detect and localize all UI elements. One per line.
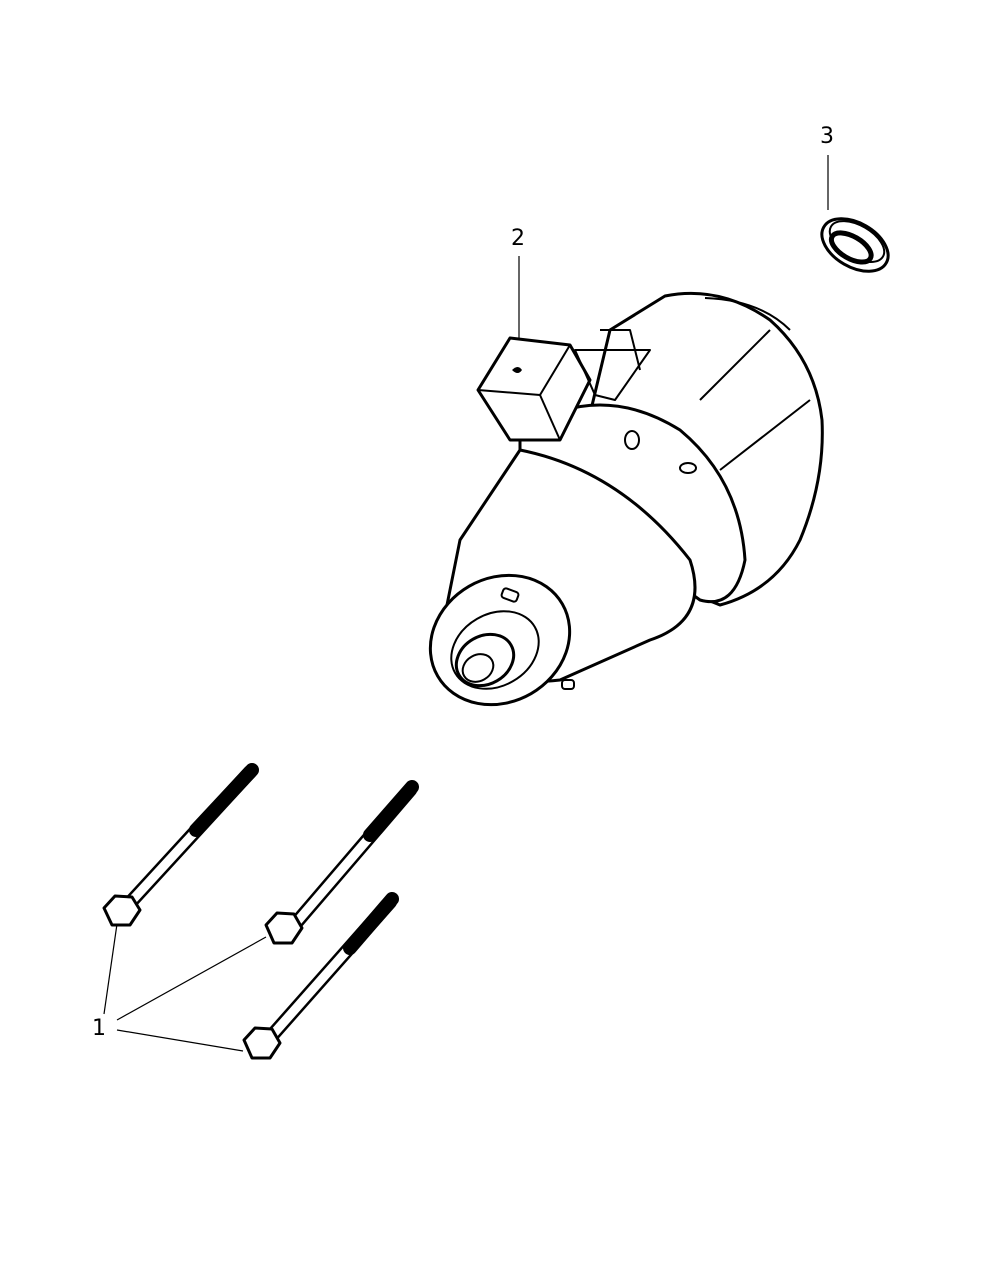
seal-ring-part: [820, 155, 890, 273]
pump-motor-part: [428, 256, 824, 707]
callout-2: 2: [511, 226, 525, 251]
callout-3: 3: [820, 124, 834, 149]
callout-1: 1: [92, 1016, 106, 1041]
bolts-part: [102, 763, 419, 1060]
